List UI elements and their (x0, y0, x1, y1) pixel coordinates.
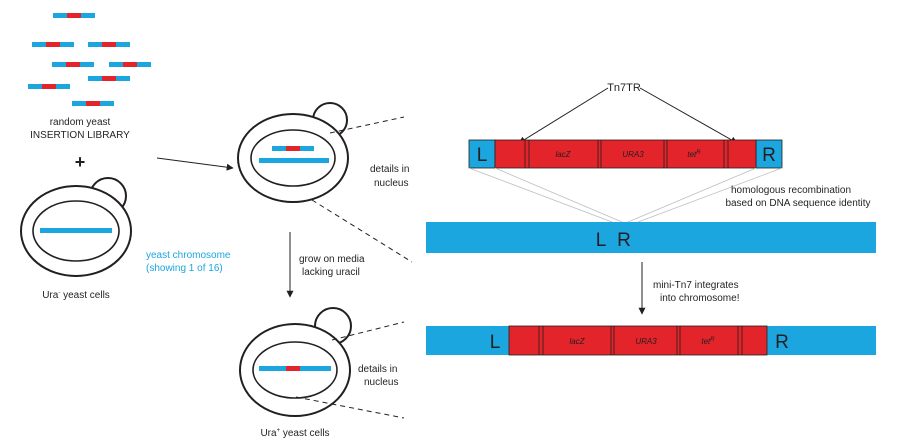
tn7tr-arrow-right (639, 87, 738, 144)
zoom-line (331, 321, 405, 341)
library-fragment (109, 62, 151, 67)
library-fragment (52, 62, 94, 67)
ura-plus-label: Ura+ yeast cells (260, 428, 329, 439)
zoom-line (311, 199, 413, 263)
ura-minus-yeast-cell (20, 177, 132, 277)
integrated-right-label: R (775, 332, 789, 353)
library-label-line1: random yeast (50, 117, 111, 128)
homologous-label-line1: homologous recombination (731, 185, 851, 196)
yeast-chromosome (259, 158, 329, 163)
transformed-yeast-cell (237, 102, 349, 203)
library-fragment (28, 84, 70, 89)
insertion-marker (286, 146, 300, 151)
yeast-chromosome (40, 228, 112, 233)
integrated-chromosome (426, 325, 876, 356)
integrated-transposon (508, 325, 768, 356)
mini-tn7-construct (468, 139, 783, 169)
homologous-label-line2: based on DNA sequence identity (725, 198, 870, 209)
library-fragment (32, 42, 74, 47)
library-fragment (72, 101, 114, 106)
homology-lines (468, 167, 783, 223)
chromosome-label-line2: (showing 1 of 16) (146, 263, 223, 274)
construct-left-label: L (477, 145, 488, 166)
details-top-line1: details in (370, 164, 409, 175)
target-chromosome (426, 222, 876, 253)
ura-plus-yeast-cell (239, 307, 352, 417)
library-fragment (88, 76, 130, 81)
lacz-segment-label: lacZ (555, 150, 571, 159)
grow-label-line1: grow on media (299, 254, 365, 265)
details-bottom-line1: details in (358, 364, 397, 375)
grow-label-line2: lacking uracil (302, 267, 360, 278)
plus-sign: + (75, 152, 86, 172)
library-fragment (53, 13, 95, 18)
chromosome-label-line1: yeast chromosome (146, 250, 231, 261)
tet-segment-label: tetR (687, 150, 701, 159)
integrated-left-label: L (490, 332, 501, 353)
details-bottom-line2: nucleus (364, 377, 398, 388)
middle-right-label: R (617, 230, 631, 251)
middle-left-label: L (596, 230, 607, 251)
tn7tr-arrow-left (518, 87, 609, 144)
transposon-body (494, 139, 757, 169)
transform-arrow (156, 157, 234, 171)
construct-right-label: R (762, 145, 776, 166)
left-homology-arm (468, 139, 496, 169)
integrated-lacz-label: lacZ (569, 337, 585, 346)
ura3-segment-label: URA3 (622, 150, 644, 159)
zoom-line (329, 116, 405, 134)
integrated-ura3-label: URA3 (635, 337, 657, 346)
integrated-insertion (286, 366, 300, 371)
insertion-library-fragments (28, 13, 151, 106)
integrates-label-line1: mini-Tn7 integrates (653, 280, 739, 291)
zoom-line (295, 396, 405, 419)
tn7tr-label: Tn7TR (607, 82, 641, 94)
library-fragment (88, 42, 130, 47)
integrates-label-line2: into chromosome! (660, 293, 739, 304)
right-homology-arm (755, 139, 783, 169)
integrated-tet-label: tetR (701, 337, 715, 346)
details-top-line2: nucleus (374, 178, 408, 189)
ura-minus-label: Ura- yeast cells (42, 290, 110, 301)
library-label-line2: INSERTION LIBRARY (30, 130, 130, 141)
